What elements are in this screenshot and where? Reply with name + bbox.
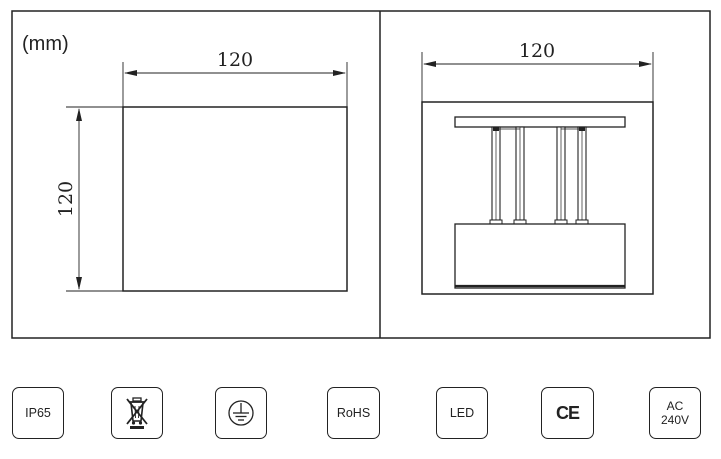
ce-badge: CE — [541, 387, 594, 439]
crossed-out-bin-icon — [126, 397, 148, 429]
rohs-badge: RoHS — [327, 387, 380, 439]
voltage-badge-line1: AC — [666, 399, 684, 413]
voltage-badge: AC 240V — [649, 387, 701, 439]
weee-badge — [111, 387, 163, 439]
side-width-arrow-right — [639, 61, 652, 67]
unit-label: (mm) — [22, 33, 69, 55]
front-view: 120 120 — [55, 49, 348, 292]
earth-ground-icon — [228, 400, 254, 426]
voltage-badge-line2: 240V — [660, 413, 690, 427]
side-base-housing — [454, 223, 626, 289]
led-badge-label: LED — [449, 406, 475, 420]
rohs-badge-label: RoHS — [336, 406, 371, 420]
earth-badge — [215, 387, 267, 439]
side-view: 120 — [421, 40, 654, 295]
side-right-posts — [554, 126, 589, 225]
front-height-arrow-bottom — [76, 277, 82, 290]
side-view-outline — [421, 101, 654, 295]
side-width-label: 120 — [519, 40, 555, 62]
front-width-label: 120 — [217, 49, 253, 71]
ip65-badge-label: IP65 — [25, 406, 51, 420]
drawing-frame — [11, 10, 711, 339]
ce-mark-icon: CE — [555, 402, 580, 423]
side-width-arrow-left — [423, 61, 436, 67]
side-top-plate — [454, 116, 626, 128]
front-view-body — [122, 106, 348, 292]
led-badge: LED — [436, 387, 488, 439]
front-width-arrow-right — [333, 70, 346, 76]
front-width-arrow-left — [124, 70, 137, 76]
front-height-arrow-top — [76, 108, 82, 121]
ip65-badge: IP65 — [12, 387, 64, 439]
side-left-posts — [489, 126, 527, 225]
front-height-label: 120 — [55, 181, 77, 217]
